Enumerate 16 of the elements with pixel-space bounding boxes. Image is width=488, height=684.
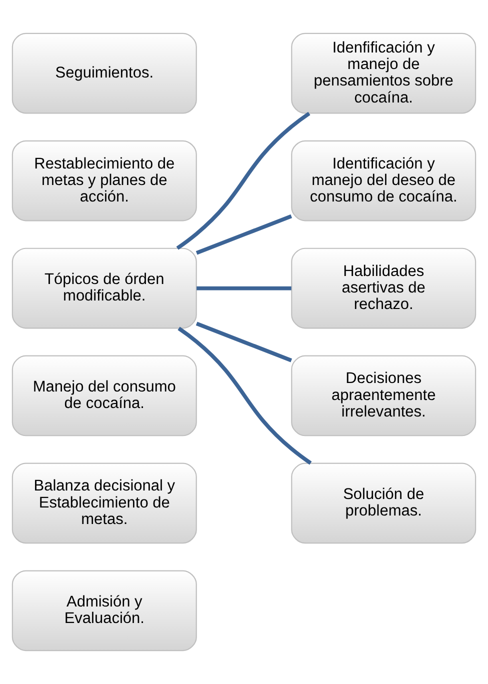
connector — [196, 322, 292, 362]
node-box: Admisión y Evaluación. — [12, 570, 197, 652]
connector — [196, 214, 292, 255]
node-box: Restablecimiento de metas y planes de acción. — [12, 140, 197, 222]
connector — [196, 286, 292, 290]
node-box: Seguimientos. — [12, 32, 197, 114]
node-box: Tópicos de órden modificable. — [12, 248, 197, 329]
node-box: Identificación y manejo del deseo de consumo de cocaína. — [291, 140, 476, 222]
connector — [176, 112, 310, 250]
node-box: Solución de problemas. — [291, 462, 476, 544]
node-box: Decisiones apraentemente irrelevantes. — [291, 355, 476, 436]
node-box: Manejo del consumo de cocaína. — [12, 355, 197, 436]
connector — [178, 326, 312, 465]
node-box: Idenfificación y manejo de pensamientos sobre cocaína. — [291, 32, 476, 114]
node-box: Habilidades asertivas de rechazo. — [291, 248, 476, 329]
node-box: Balanza decisional y Establecimiento de metas. — [12, 462, 197, 544]
